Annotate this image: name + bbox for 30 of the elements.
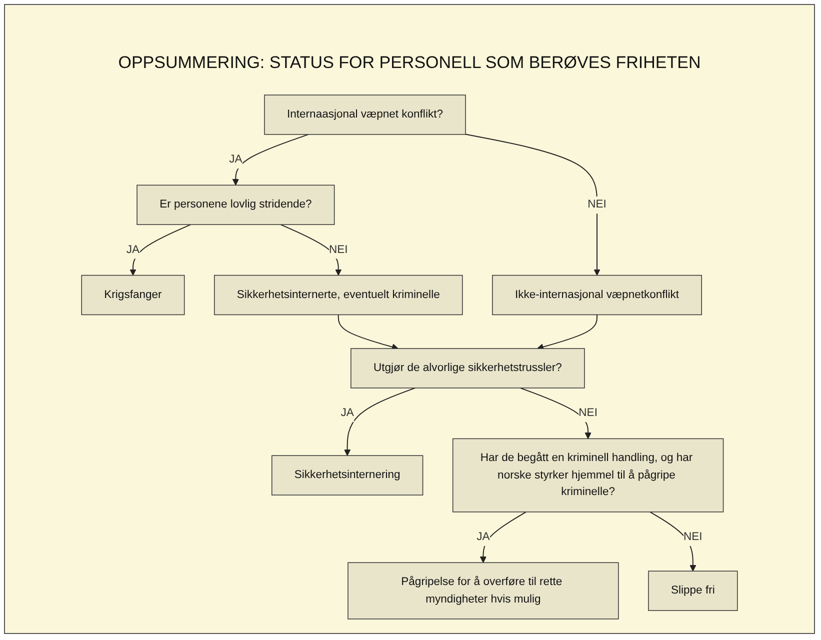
edge-label: NEI <box>588 198 606 211</box>
arrow <box>650 511 696 572</box>
arrow <box>480 511 527 563</box>
edge-label: NEI <box>684 530 702 544</box>
node-box <box>81 274 185 316</box>
arrow <box>232 134 309 186</box>
edge-label: JA <box>229 152 242 166</box>
node-box <box>214 274 463 316</box>
arrow <box>520 388 592 439</box>
title: OPPSUMMERING: STATUS FOR PERSONELL SOM BERØVES FRIHETEN <box>117 53 702 73</box>
arrow <box>130 224 192 276</box>
node-box <box>264 94 466 135</box>
diagram-background: OPPSUMMERING: STATUS FOR PERSONELL SOM BERØVES FRIHETEN JA NEI JA NEI JA NEI JA NEI Internaasjonal væpnet konflikt? Er personene lovlig stridende? Krigsfanger Sikkerhetsinternerte, eventuelt kriminelle Ikke-internasjonal væpnetkonflikt Utgjør de alvorlige sikkerhetstrussler? Har de begått en kriminell handling, og har norske styrker hjemmel til å pågripe kriminelle? Sikkerhetsinternering Pågripelse for å overføre til rette myndigheter hvis mulig Slippe fri <box>4 4 815 634</box>
edge-label: NEI <box>328 243 348 256</box>
arrow <box>465 134 600 276</box>
node-box <box>492 274 702 316</box>
edge-label: JA <box>340 406 354 420</box>
edge-label: NEI <box>578 406 598 420</box>
edge-label: JA <box>476 530 490 544</box>
arrow <box>537 314 598 350</box>
arrow <box>280 224 342 276</box>
node-box <box>348 562 619 620</box>
edge-label: JA <box>126 243 140 256</box>
node-box <box>272 455 424 496</box>
node-box <box>350 348 585 388</box>
node-box <box>452 438 724 512</box>
node-box <box>648 570 738 611</box>
arrow <box>344 388 416 456</box>
node-box <box>136 184 335 225</box>
arrow <box>338 314 398 350</box>
